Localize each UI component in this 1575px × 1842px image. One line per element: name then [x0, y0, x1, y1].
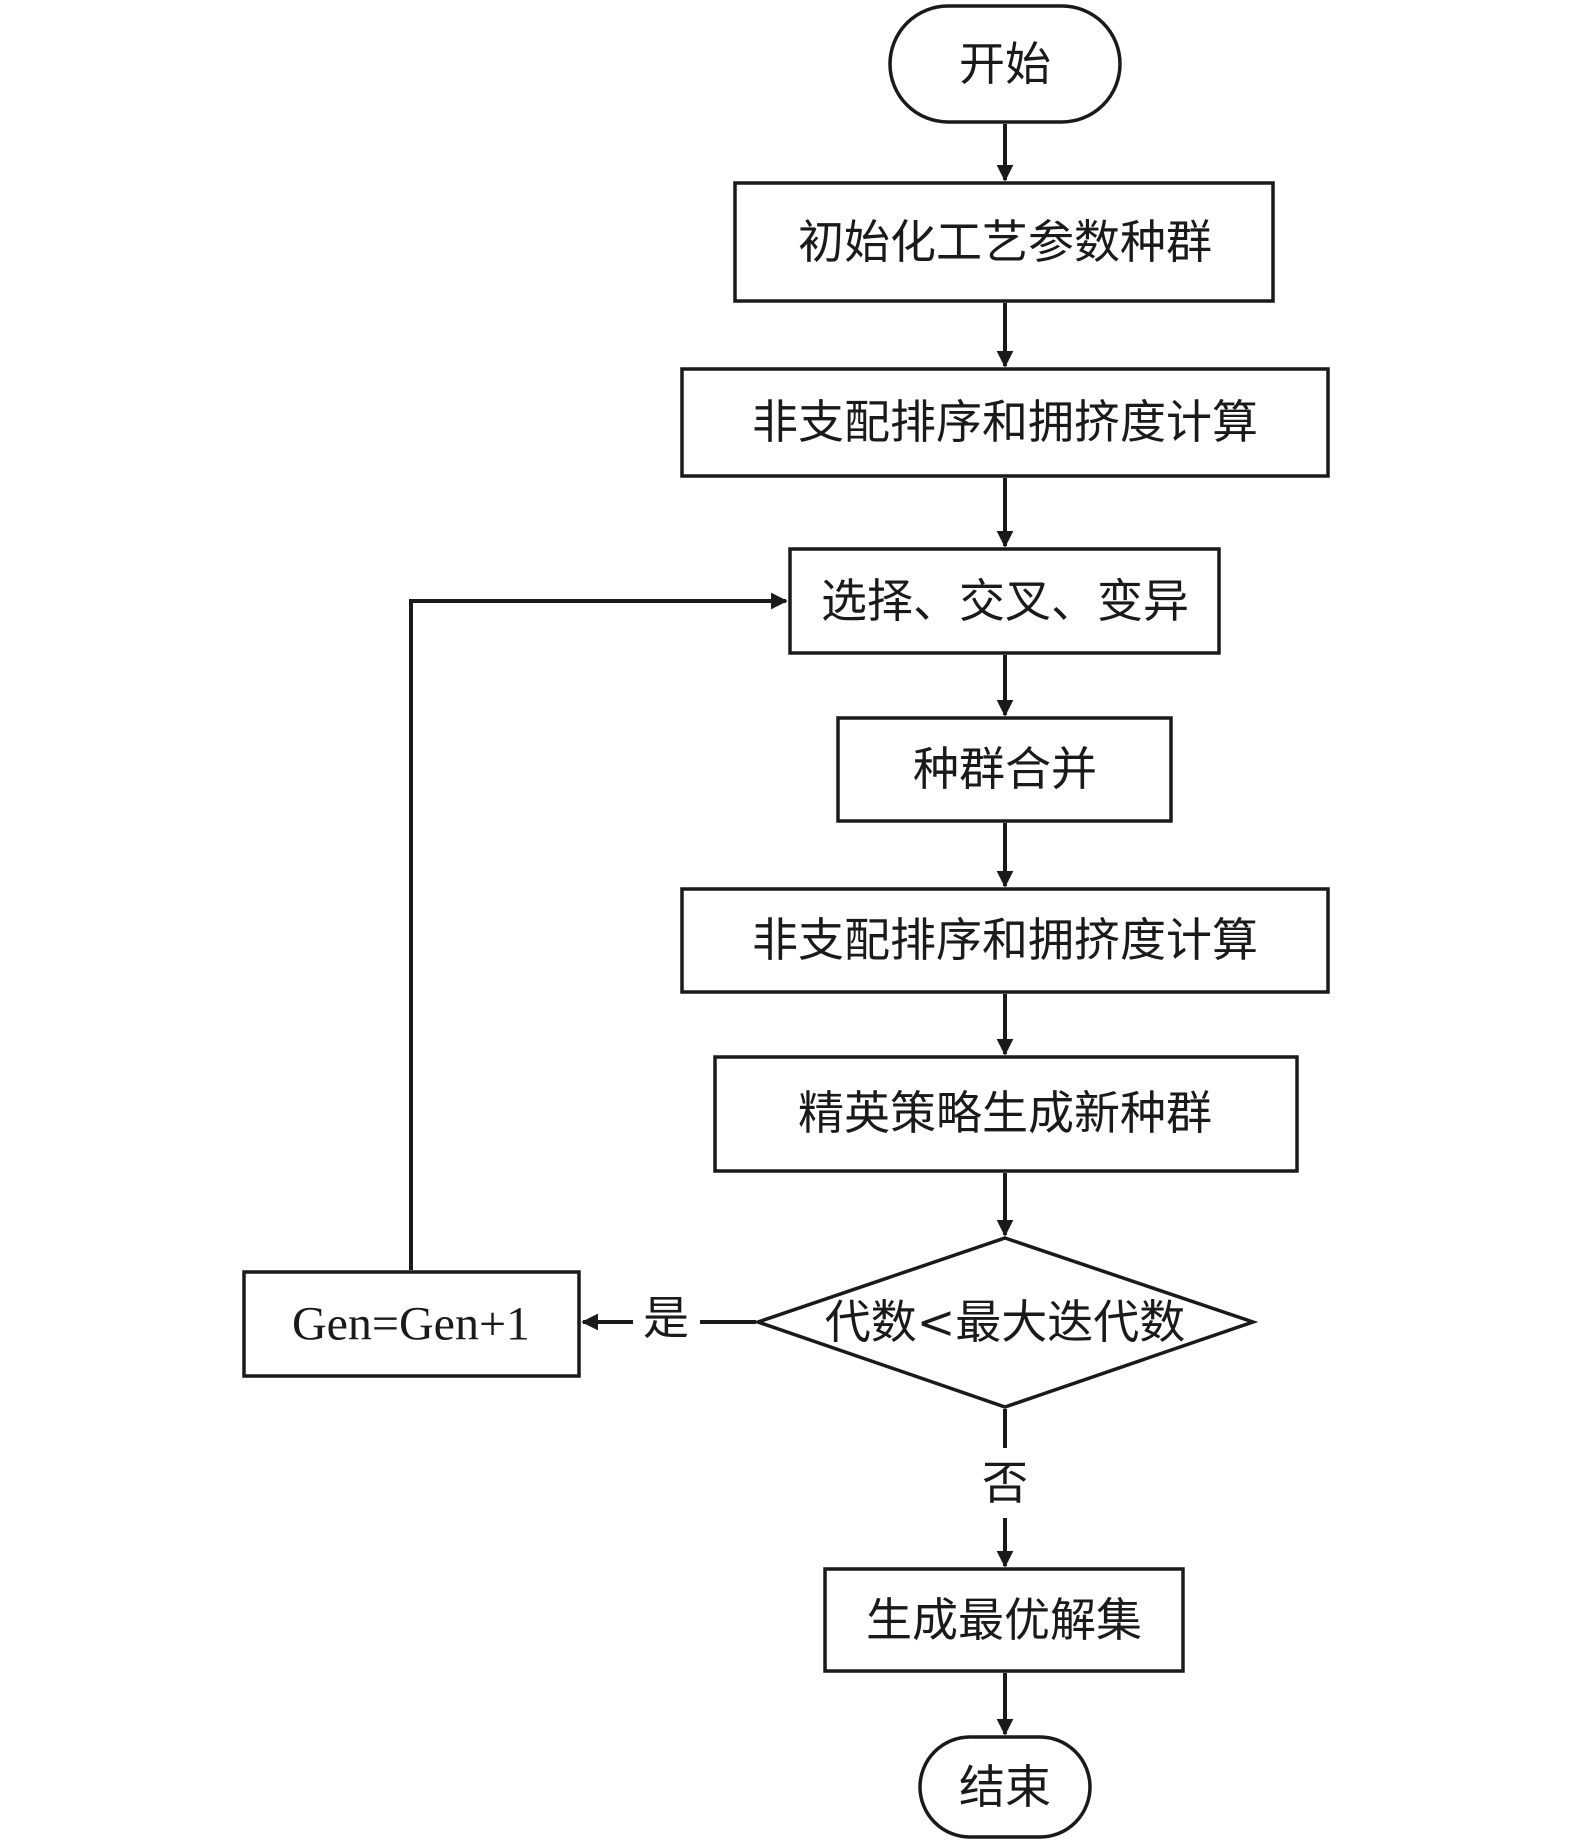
start-terminal-shape	[888, 4, 1122, 124]
init-population-box	[733, 181, 1275, 303]
arrow-gen-loop-to-select	[409, 592, 788, 1270]
start-label: 开始	[959, 37, 1051, 91]
gen-increment-label: Gen=Gen+1	[292, 1298, 530, 1351]
select-cross-mutate-node: 选择、交叉、变异	[788, 547, 1221, 655]
gen-increment-node: Gen=Gen+1	[242, 1270, 581, 1378]
generate-solution-box	[823, 1567, 1185, 1673]
condition-node: 代数<最大迭代数	[752, 1236, 1259, 1409]
end-node: 结束	[918, 1735, 1092, 1839]
nondominated-sort-1-label: 非支配排序和拥挤度计算	[752, 395, 1258, 449]
condition-label: 代数<最大迭代数	[825, 1295, 1186, 1349]
merge-population-node: 种群合并	[836, 716, 1173, 823]
select-cross-mutate-box	[788, 547, 1221, 655]
elite-strategy-box	[713, 1055, 1299, 1173]
init-population-label: 初始化工艺参数种群	[798, 215, 1212, 269]
nondominated-sort-2-node: 非支配排序和拥挤度计算	[680, 887, 1330, 994]
generate-solution-label: 生成最优解集	[866, 1593, 1142, 1647]
elite-strategy-label: 精英策略生成新种群	[798, 1086, 1212, 1140]
merge-population-label: 种群合并	[913, 742, 1097, 796]
merge-population-box	[836, 716, 1173, 823]
select-cross-mutate-label: 选择、交叉、变异	[821, 574, 1189, 628]
connectors	[409, 124, 1014, 1736]
nondominated-sort-1-node: 非支配排序和拥挤度计算	[680, 367, 1330, 478]
elite-strategy-node: 精英策略生成新种群	[713, 1055, 1299, 1173]
end-terminal-shape	[918, 1735, 1092, 1839]
condition-diamond	[752, 1236, 1259, 1409]
generate-solution-node: 生成最优解集	[823, 1567, 1185, 1673]
no-branch-label: 否	[982, 1456, 1028, 1510]
nondominated-sort-2-label: 非支配排序和拥挤度计算	[752, 913, 1258, 967]
nondominated-sort-2-box	[680, 887, 1330, 994]
start-node: 开始	[888, 4, 1122, 124]
nondominated-sort-1-box	[680, 367, 1330, 478]
yes-branch-label: 是	[643, 1291, 689, 1345]
gen-increment-box	[242, 1270, 581, 1378]
end-label: 结束	[959, 1760, 1051, 1814]
init-population-node: 初始化工艺参数种群	[733, 181, 1275, 303]
